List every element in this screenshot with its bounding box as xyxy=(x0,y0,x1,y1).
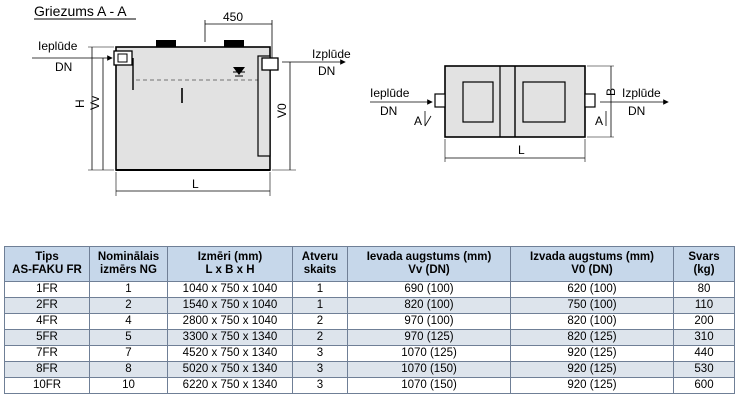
cell-inlet-height: 690 (100) xyxy=(347,281,511,298)
outlet-standpipe xyxy=(257,55,271,157)
cell-weight: 440 xyxy=(673,345,735,362)
cell-dimensions: 4520 x 750 x 1340 xyxy=(167,345,293,362)
cell-dimensions: 1540 x 750 x 1040 xyxy=(167,297,293,314)
cell-nominal-size: 1 xyxy=(89,281,168,298)
cell-nominal-size: 5 xyxy=(89,329,168,346)
cell-outlet-height: 620 (100) xyxy=(510,281,674,298)
cell-weight: 200 xyxy=(673,313,735,330)
cell-openings: 1 xyxy=(292,281,348,298)
dim-l-label: L xyxy=(192,177,199,191)
cell-tips: 7FR xyxy=(4,345,90,362)
plan-inlet-dn-label: DN xyxy=(380,104,397,118)
manhole-cover-right xyxy=(224,40,244,47)
plan-chamber-right xyxy=(522,81,566,123)
plan-chamber-left xyxy=(462,81,494,123)
cell-dimensions: 6220 x 750 x 1340 xyxy=(167,377,293,394)
cell-inlet-height: 1070 (125) xyxy=(347,345,511,362)
cell-openings: 2 xyxy=(292,313,348,330)
cell-dimensions: 2800 x 750 x 1040 xyxy=(167,313,293,330)
cell-weight: 110 xyxy=(673,297,735,314)
manhole-cover-left xyxy=(156,40,176,47)
cell-inlet-height: 820 (100) xyxy=(347,297,511,314)
cell-openings: 3 xyxy=(292,361,348,378)
plan-inlet-label: Ieplūde xyxy=(370,86,410,100)
inlet-dn-label: DN xyxy=(55,60,72,74)
inlet-pipe xyxy=(113,50,133,66)
technical-drawing: Griezums A - A 450 Ieplūde DN Izplū xyxy=(32,3,669,196)
cell-outlet-height: 820 (125) xyxy=(510,329,674,346)
header-inlet-height: Ievada augstums (mm)Vv (DN) xyxy=(347,246,511,282)
cell-dimensions: 3300 x 750 x 1340 xyxy=(167,329,293,346)
cell-outlet-height: 920 (125) xyxy=(510,377,674,394)
plan-outlet-pipe xyxy=(584,93,596,108)
cell-dimensions: 5020 x 750 x 1340 xyxy=(167,361,293,378)
cell-nominal-size: 2 xyxy=(89,297,168,314)
plan-inlet-pipe xyxy=(434,93,446,108)
section-title: Griezums A - A xyxy=(34,3,127,19)
section-mark-left: A xyxy=(414,114,422,128)
cell-outlet-height: 820 (100) xyxy=(510,313,674,330)
outlet-label: Izplūde xyxy=(312,47,351,61)
cell-outlet-height: 750 (100) xyxy=(510,297,674,314)
cell-openings: 3 xyxy=(292,377,348,394)
cell-openings: 3 xyxy=(292,345,348,362)
cell-weight: 530 xyxy=(673,361,735,378)
cell-nominal-size: 7 xyxy=(89,345,168,362)
cell-dimensions: 1040 x 750 x 1040 xyxy=(167,281,293,298)
cell-weight: 600 xyxy=(673,377,735,394)
plan-dim-b-label: B xyxy=(604,88,618,96)
cell-tips: 1FR xyxy=(4,281,90,298)
cell-openings: 1 xyxy=(292,297,348,314)
dim-h-label: H xyxy=(73,99,87,108)
cell-tips: 4FR xyxy=(4,313,90,330)
cell-outlet-height: 920 (125) xyxy=(510,361,674,378)
cell-inlet-height: 1070 (150) xyxy=(347,361,511,378)
plan-view: Ieplūde DN Izplūde DN A A B L xyxy=(370,65,669,162)
dim-450-label: 450 xyxy=(223,10,243,24)
cell-nominal-size: 10 xyxy=(89,377,168,394)
header-weight: Svars(kg) xyxy=(673,246,735,282)
cell-inlet-height: 1070 (150) xyxy=(347,377,511,394)
cell-tips: 10FR xyxy=(4,377,90,394)
cell-weight: 80 xyxy=(673,281,735,298)
dim-v0-label: V0 xyxy=(275,103,289,118)
water-level-icon xyxy=(233,67,245,75)
plan-outlet-dn-label: DN xyxy=(628,104,645,118)
cell-weight: 310 xyxy=(673,329,735,346)
cell-outlet-height: 920 (125) xyxy=(510,345,674,362)
cell-tips: 5FR xyxy=(4,329,90,346)
cell-openings: 2 xyxy=(292,329,348,346)
cell-nominal-size: 8 xyxy=(89,361,168,378)
section-mark-right: A xyxy=(595,114,603,128)
dim-vv-label: Vv xyxy=(88,96,102,110)
section-view: Griezums A - A 450 Ieplūde DN Izplū xyxy=(32,3,351,196)
outlet-dn-label: DN xyxy=(318,64,335,78)
tank-body xyxy=(115,46,271,171)
inlet-label: Ieplūde xyxy=(38,39,78,53)
header-outlet-height: Izvada augstums (mm)V0 (DN) xyxy=(510,246,674,282)
cell-tips: 8FR xyxy=(4,361,90,378)
cell-tips: 2FR xyxy=(4,297,90,314)
plan-dim-l-label: L xyxy=(518,143,525,157)
cell-nominal-size: 4 xyxy=(89,313,168,330)
outlet-pipe xyxy=(261,57,279,71)
plan-outlet-label: Izplūde xyxy=(622,86,661,100)
header-dimensions: Izmēri (mm)L x B x H xyxy=(167,246,293,282)
cell-inlet-height: 970 (125) xyxy=(347,329,511,346)
cell-inlet-height: 970 (100) xyxy=(347,313,511,330)
